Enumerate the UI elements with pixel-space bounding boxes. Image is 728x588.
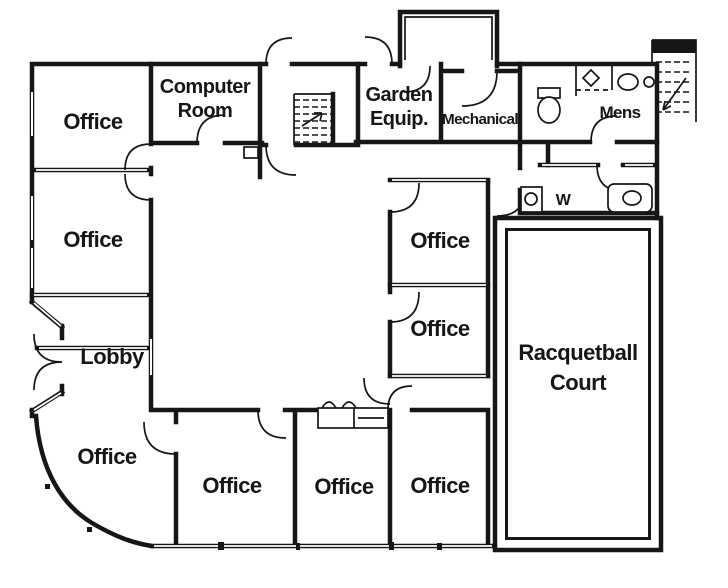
racquetball-court-walls [492,215,664,553]
label-garden-equip-1: Garden [365,84,432,106]
label-lobby: Lobby [80,344,145,369]
label-mens: Mens [599,103,640,122]
interior-stairs [293,93,333,145]
label-office-top-left: Office [63,109,123,134]
label-office-mid-2: Office [410,316,470,341]
label-office-bottom-1: Office [202,473,262,498]
label-mechanical: Mechanical [442,111,518,128]
restroom-fixtures [520,64,655,213]
panel-icon [243,146,259,159]
label-garden-equip-2: Equip. [370,108,428,130]
partition-walls [28,92,658,550]
label-office-left-2: Office [63,227,123,252]
exterior-stairs [656,61,692,113]
stair-direction-arrow [301,112,323,127]
label-office-bottom-3: Office [410,473,470,498]
label-racquetball-1: Racquetball [518,340,637,365]
toilet-bowl-icon [524,192,538,206]
exterior-stair-landing [652,40,696,53]
label-office-bottom-left: Office [77,444,137,469]
label-womens: W [556,192,572,209]
sink-bowl-icon [622,190,642,206]
label-racquetball-2: Court [550,370,607,395]
sink-icon [643,76,655,88]
urinal-icon [581,68,601,88]
misc-fixtures [243,146,389,429]
label-office-mid-1: Office [410,228,470,253]
toilet-bowl-icon [537,96,561,124]
door-swings [33,36,624,455]
label-office-bottom-2: Office [314,474,374,499]
interior-walls [59,61,660,548]
label-computer-room-1: Computer [160,76,251,98]
room-labels: Office Computer Room Garden Equip. Mecha… [63,76,641,499]
exterior-stair-arrow [662,77,687,111]
sink-icon [617,73,639,91]
counter-icon [317,407,389,429]
label-computer-room-2: Room [178,100,233,122]
